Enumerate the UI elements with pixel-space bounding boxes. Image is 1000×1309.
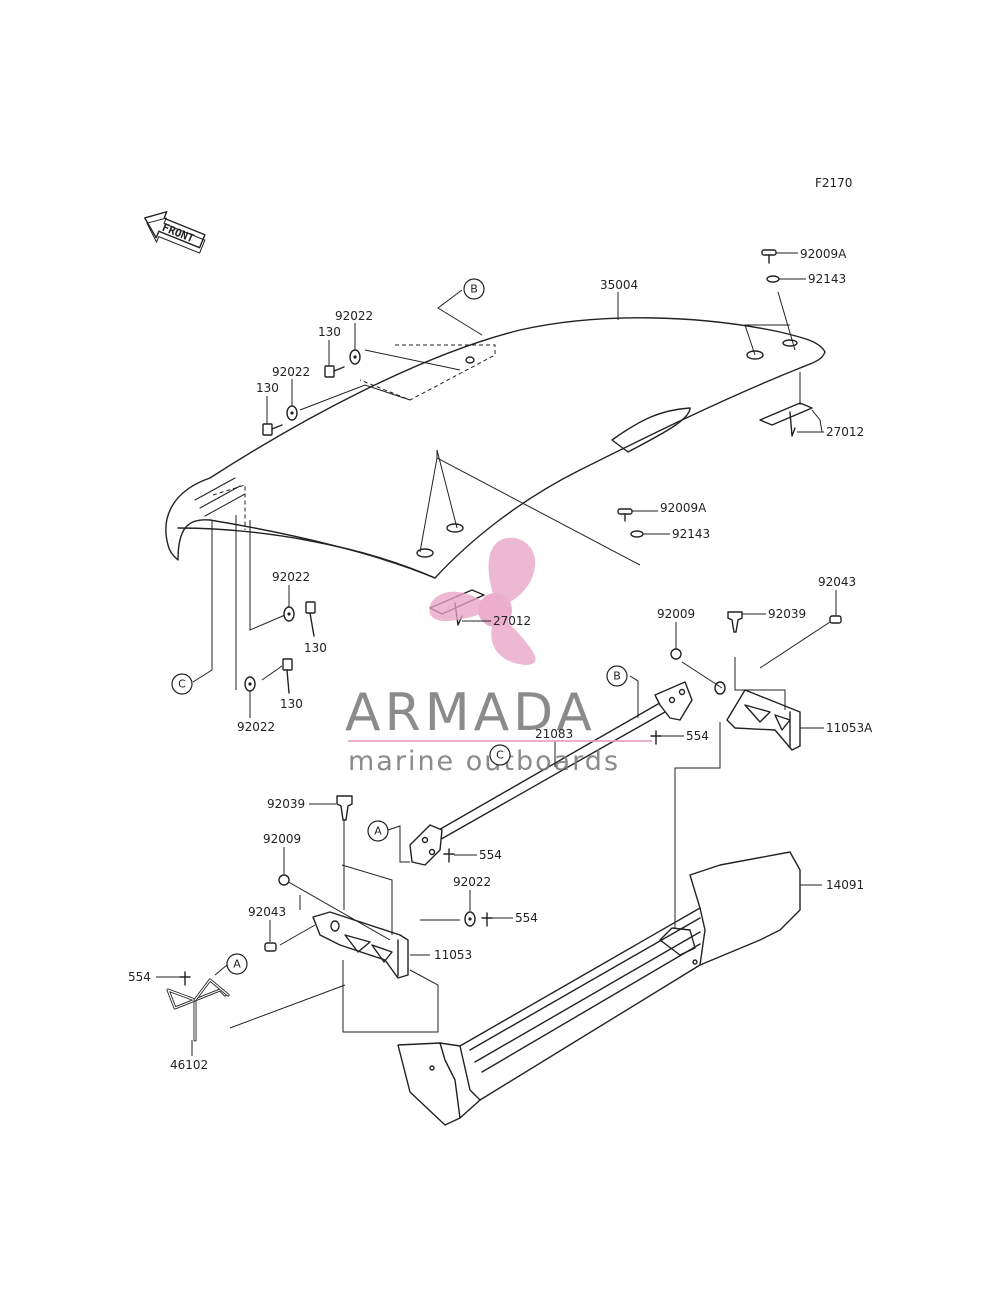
leader-front-left: [235, 515, 286, 690]
bracket-27012-right: [759, 372, 823, 437]
grommet-92143-mid: [630, 530, 644, 538]
leader-46102: [191, 964, 346, 1056]
figure-code: F2170: [815, 176, 852, 190]
callout-C-left: C: [171, 673, 193, 695]
leader-11053A: [681, 621, 831, 710]
callout-A-mid: A: [367, 820, 389, 842]
label-11053: 11053: [434, 948, 472, 962]
label-92043-right: 92043: [818, 575, 856, 589]
label-554-left: 554: [128, 970, 151, 984]
label-92009A-mid: 92009A: [660, 501, 707, 515]
label-92043-left: 92043: [248, 905, 286, 919]
label-92022-b: 92022: [272, 365, 310, 379]
propeller-logo-icon: [429, 537, 536, 665]
svg-text:A: A: [233, 958, 241, 971]
svg-text:B: B: [613, 670, 621, 683]
label-554-low: 554: [515, 911, 538, 925]
washer-92022-b: [286, 405, 298, 421]
label-21083: 21083: [535, 727, 573, 741]
bolt-92009-left: [278, 874, 290, 886]
label-46102: 46102: [170, 1058, 208, 1072]
label-92039-right: 92039: [768, 607, 806, 621]
seat-shell-35004: [165, 317, 826, 579]
svg-text:C: C: [178, 678, 186, 691]
label-92022-e: 92022: [453, 875, 491, 889]
rivet-92039-left: [336, 795, 353, 910]
pin-92043-right: [829, 615, 842, 624]
clip-92009A-mid: [617, 508, 633, 522]
label-92039-left: 92039: [267, 797, 305, 811]
label-92009-left: 92009: [263, 832, 301, 846]
leader-shell-center: [419, 449, 641, 566]
hidden-line-rear: [359, 344, 496, 401]
label-92143-mid: 92143: [672, 527, 710, 541]
leader-B-top: [437, 289, 483, 336]
label-92009-right: 92009: [657, 607, 695, 621]
washer-92022-a: [349, 349, 361, 365]
svg-text:A: A: [374, 825, 382, 838]
leader-11053: [279, 864, 430, 956]
washer-92022-c: [283, 606, 295, 622]
front-arrow-icon: FRONT: [144, 211, 206, 254]
label-35004: 35004: [600, 278, 638, 292]
bolt-130-c: [305, 601, 316, 637]
bracket-11053: [312, 911, 409, 979]
pin-92043-left: [264, 942, 277, 952]
brand-watermark: ARMADA marine outboards: [345, 537, 652, 777]
bolt-130-a: [324, 365, 345, 378]
label-92009A-top: 92009A: [800, 247, 847, 261]
label-92022-c: 92022: [272, 570, 310, 584]
leader-right-mount: [744, 291, 796, 356]
label-92022-d: 92022: [237, 720, 275, 734]
label-554-mid: 554: [479, 848, 502, 862]
rod-46102: [166, 978, 230, 1042]
crossbar-21083: [409, 681, 693, 866]
pin-554-right: [650, 730, 662, 745]
leader-C: [192, 520, 213, 683]
leader-A-mid: [387, 825, 410, 863]
label-92143-top: 92143: [808, 272, 846, 286]
svg-text:B: B: [470, 283, 478, 296]
svg-text:C: C: [496, 749, 504, 762]
hidden-line-front: [212, 484, 246, 530]
leader-B-mid: [629, 675, 639, 718]
callout-B-top: B: [463, 278, 485, 300]
leader-tray-B: [342, 960, 439, 1033]
label-92022-a: 92022: [335, 309, 373, 323]
label-11053A: 11053A: [826, 721, 873, 735]
label-27012-center: 27012: [493, 614, 531, 628]
callout-B-mid: B: [606, 665, 628, 687]
washer-92022-d: [244, 676, 256, 692]
rivet-92039-right: [727, 611, 743, 633]
grommet-92143-top: [766, 275, 780, 283]
label-130-d: 130: [280, 697, 303, 711]
bolt-130-d: [261, 658, 293, 694]
watermark-brand: ARMADA: [345, 683, 596, 743]
leader-rear-mounts: [299, 349, 461, 411]
bolt-92009-right: [670, 648, 682, 660]
callout-A-low: A: [226, 953, 248, 975]
label-130-b: 130: [256, 381, 279, 395]
tray-14091: [397, 851, 801, 1126]
leader-tray-A: [674, 722, 721, 928]
clip-92009A-top: [761, 249, 777, 264]
label-130-c: 130: [304, 641, 327, 655]
label-130-a: 130: [318, 325, 341, 339]
label-554-right: 554: [686, 729, 709, 743]
pin-554-low: [420, 912, 493, 927]
watermark-tagline: marine outboards: [348, 746, 620, 777]
label-14091: 14091: [826, 878, 864, 892]
callout-C-mid: C: [489, 744, 511, 766]
bracket-11053A: [714, 681, 801, 751]
washer-92022-e: [464, 911, 476, 927]
pin-554-left: [179, 971, 191, 986]
label-27012-right: 27012: [826, 425, 864, 439]
pin-554-mid: [443, 848, 455, 863]
bolt-130-b: [262, 423, 283, 436]
